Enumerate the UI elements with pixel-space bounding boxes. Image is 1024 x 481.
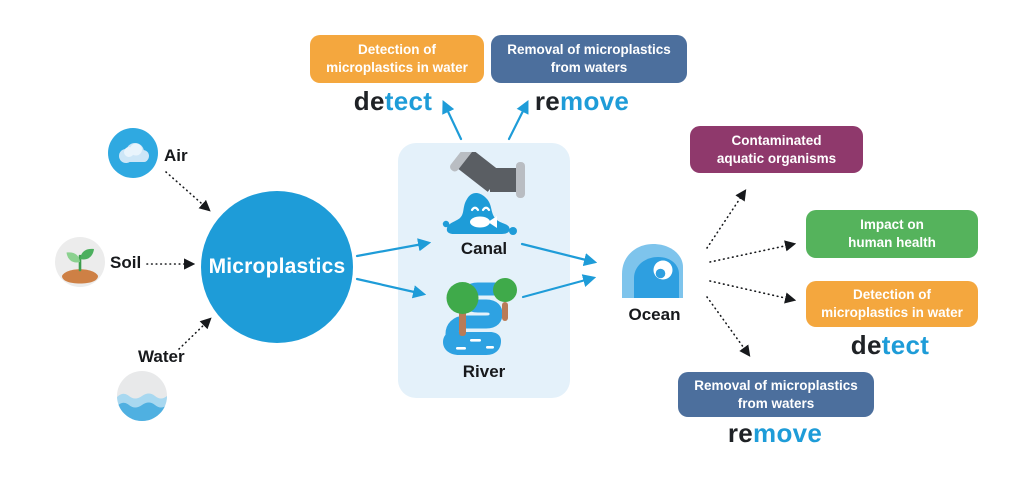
remove-top-prefix: re: [534, 86, 561, 116]
sprout-icon: [55, 237, 105, 287]
detect-right-highlight: tect: [881, 330, 930, 360]
arrow-air-to-hub: [165, 171, 211, 212]
arrow-hub-to-river: [355, 277, 427, 299]
detect-top-highlight: tect: [384, 86, 433, 116]
arrow-canal-to-detect: [442, 100, 463, 141]
detection-top-box: Detection of microplastics in water: [310, 35, 484, 83]
microplastics-hub: Microplastics: [201, 191, 353, 343]
detect-wordmark-right: detect: [805, 330, 975, 361]
contaminated-line1: Contaminated: [731, 132, 822, 148]
impact-line2: human health: [848, 235, 936, 250]
impact-box: Impact on human health: [806, 210, 978, 258]
arrow-canal-to-remove: [507, 100, 529, 141]
removal-right-line2: from waters: [737, 395, 815, 411]
detect-wordmark-top: detect: [308, 86, 478, 117]
detection-right-line2: microplastics in water: [821, 305, 963, 320]
arrow-hub-to-canal: [355, 238, 432, 258]
cloud-icon: [108, 128, 158, 178]
arrow-ocean-to-removal: [706, 296, 751, 357]
removal-right-box: Removal of microplastics from waters: [678, 372, 874, 417]
removal-right-line1: Removal of microplastics: [694, 377, 858, 393]
arrow-canal-to-ocean: [520, 242, 598, 267]
remove-top-highlight: move: [560, 86, 630, 116]
arrow-ocean-to-detection: [709, 280, 797, 304]
waves-icon: [117, 371, 167, 421]
river-label: River: [462, 362, 506, 381]
detection-top-line2: microplastics in water: [326, 60, 468, 75]
remove-wordmark-right: remove: [690, 418, 860, 449]
detect-top-prefix: de: [353, 86, 385, 116]
removal-top-line2: from waters: [550, 60, 628, 75]
arrow-water-to-hub: [178, 317, 212, 350]
arrow-ocean-to-contaminated: [706, 189, 747, 249]
soil-label: Soil: [110, 253, 142, 272]
air-label: Air: [164, 146, 188, 165]
remove-right-highlight: move: [753, 418, 823, 448]
contaminated-box: Contaminated aquatic organisms: [690, 126, 863, 173]
arrow-ocean-to-impact: [709, 240, 797, 263]
river-trees-icon: [443, 278, 517, 355]
canal-label: Canal: [460, 239, 508, 258]
detection-right-line1: Detection of: [852, 287, 931, 303]
impact-line1: Impact on: [860, 217, 924, 233]
arrow-river-to-ocean: [521, 274, 597, 299]
detection-top-line1: Detection of: [357, 42, 436, 58]
remove-wordmark-top: remove: [497, 86, 667, 117]
drain-pipe-icon: [442, 152, 525, 235]
ocean-label: Ocean: [628, 305, 681, 324]
removal-top-box: Removal of microplastics from waters: [491, 35, 687, 83]
wave-icon: [622, 244, 683, 298]
water-label: Water: [138, 347, 185, 366]
detect-right-prefix: de: [850, 330, 882, 360]
remove-right-prefix: re: [727, 418, 754, 448]
removal-top-line1: Removal of microplastics: [507, 42, 671, 58]
detection-right-box: Detection of microplastics in water: [806, 281, 978, 327]
contaminated-line2: aquatic organisms: [716, 150, 837, 166]
